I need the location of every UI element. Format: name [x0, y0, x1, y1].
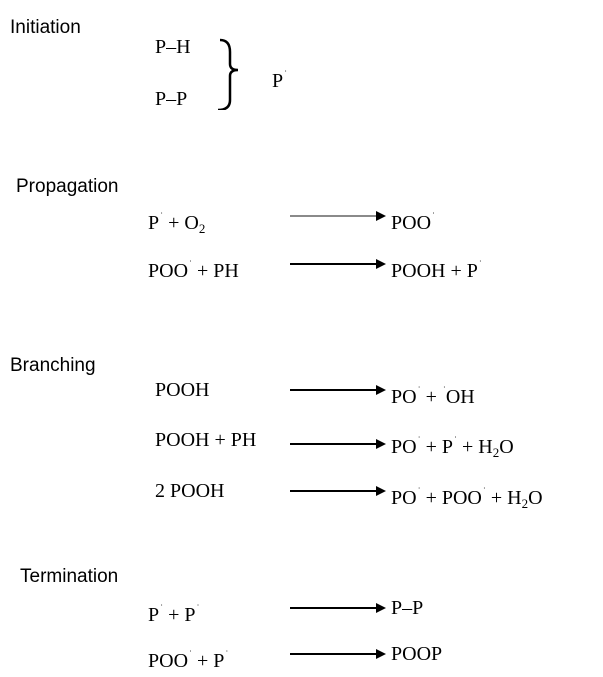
arrow-icon [290, 259, 386, 269]
radical-dot: ˙ [284, 69, 288, 79]
branching-r3-reactants: 2 POOH [155, 480, 225, 502]
branching-r2-products: PO˙ + P˙ + H2O [391, 435, 514, 460]
bond-p-h: P–H [155, 36, 191, 58]
arrow-icon [290, 211, 386, 221]
initiation-heading: Initiation [10, 17, 81, 38]
branching-r3-products: PO˙ + POO˙ + H2O [391, 486, 543, 511]
right-brace-icon [217, 38, 239, 110]
termination-heading: Termination [20, 566, 119, 587]
branching-r2-reactants: POOH + PH [155, 429, 257, 451]
initiation-product: P˙ [272, 69, 288, 92]
propagation-heading: Propagation [16, 176, 119, 197]
propagation-r1-reactants: P˙ + O2 [148, 211, 206, 236]
propagation-r1-products: POO˙ [391, 211, 436, 234]
arrow-icon [290, 439, 386, 449]
propagation-r2-products: POOH + P˙ [391, 259, 482, 282]
arrow-icon [290, 603, 386, 613]
arrow-icon [290, 385, 386, 395]
termination-r1-products: P–P [391, 597, 424, 619]
propagation-r2-reactants: POO˙ + PH [148, 259, 239, 282]
arrow-icon [290, 649, 386, 659]
arrow-icon [290, 486, 386, 496]
bond-p-p: P–P [155, 88, 188, 110]
branching-r1-products: PO˙ + ˙OH [391, 385, 475, 408]
termination-r2-products: POOP [391, 643, 443, 665]
termination-r2-reactants: POO˙ + P˙ [148, 649, 229, 672]
branching-r1-reactants: POOH [155, 379, 210, 401]
branching-heading: Branching [10, 355, 96, 376]
termination-r1-reactants: P˙ + P˙ [148, 603, 200, 626]
